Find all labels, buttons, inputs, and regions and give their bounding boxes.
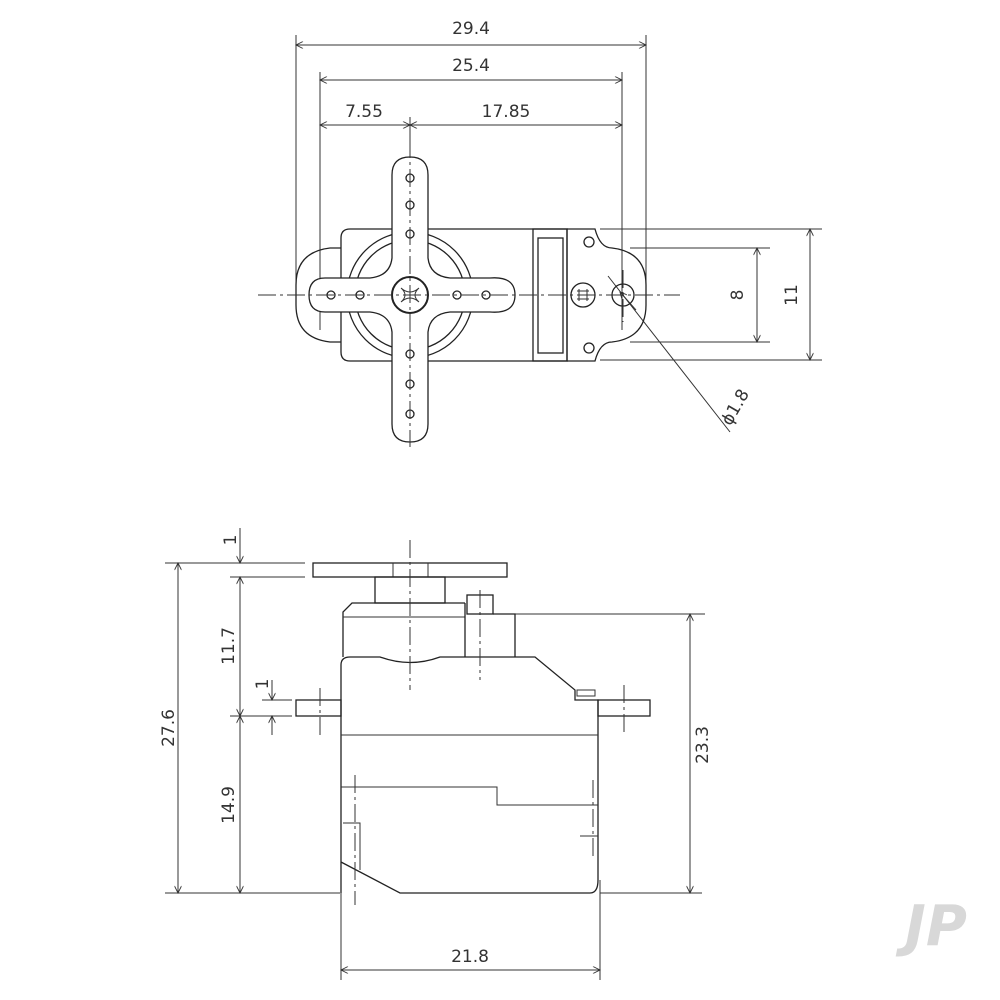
jp-logo-watermark: JP (895, 894, 967, 959)
dimension-lines-top (296, 45, 810, 433)
top-view: 29.4 25.4 7.55 17.85 8 11 ϕ1.8 (258, 19, 822, 447)
dim-horn-thickness: 1 (221, 535, 241, 546)
dim-body-width: 11 (782, 284, 802, 306)
flange-left (295, 699, 342, 717)
extension-lines-top (295, 35, 822, 361)
dim-overall-width: 29.4 (452, 19, 490, 39)
dim-shaft-to-hole: 17.85 (482, 102, 531, 122)
dim-hole-diameter: ϕ1.8 (717, 386, 753, 429)
dim-mount-hole-spacing: 25.4 (452, 56, 490, 76)
extension-lines-side (165, 562, 705, 980)
servo-body-side (295, 562, 651, 894)
centerlines-side (319, 540, 625, 905)
logo-text: JP (895, 894, 967, 959)
dim-case-height: 23.3 (693, 726, 713, 764)
servo-horn-top (308, 156, 516, 443)
dim-hole-to-shaft: 7.55 (345, 102, 383, 122)
dim-overall-height: 27.6 (159, 709, 179, 747)
dimension-lines-side (178, 528, 690, 970)
dim-flange-thickness: 1 (253, 679, 273, 690)
dim-ear-height: 8 (728, 290, 748, 301)
dim-body-length: 21.8 (451, 947, 489, 967)
dim-flange-to-bottom: 14.9 (219, 786, 239, 824)
dim-shaft-to-flange: 11.7 (219, 627, 239, 665)
centerlines-top (258, 140, 680, 447)
side-view: 27.6 1 11.7 1 14.9 23.3 21.8 (159, 528, 713, 980)
